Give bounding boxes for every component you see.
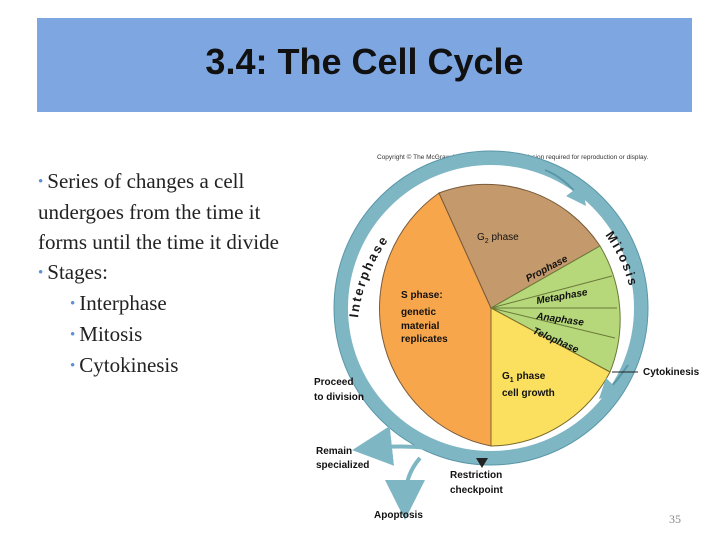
cytokinesis-label: Cytokinesis — [643, 367, 700, 378]
apoptosis-arrow — [385, 456, 426, 520]
s-phase-sector — [378, 192, 492, 447]
restriction-checkpoint-marker — [476, 458, 488, 468]
remain-label-line-1: Remain — [316, 446, 352, 457]
bullet-description-line-3: forms until the time it divide — [38, 230, 279, 254]
svg-text:cell growth: cell growth — [502, 388, 555, 399]
proceed-label-line-1: Proceed — [314, 377, 353, 388]
remain-specialized-arrow — [352, 425, 431, 466]
bullet-icon: • — [70, 327, 76, 343]
bullet-stage-mitosis: •Mitosis — [70, 322, 143, 346]
title-bar: 3.4: The Cell Cycle — [37, 18, 692, 112]
apoptosis-label: Apoptosis — [374, 510, 423, 521]
bullet-list: •Series of changes a cell undergoes from… — [38, 166, 348, 381]
prophase-divider — [490, 275, 613, 309]
bullet-description-line-1: •Series of changes a cell — [38, 169, 245, 193]
g2-phase-label: G2 phase — [477, 232, 519, 245]
svg-text:replicates: replicates — [401, 334, 448, 345]
bullet-icon: • — [70, 358, 76, 374]
svg-text:G1 phase: G1 phase — [502, 371, 546, 384]
restriction-label-line-1: Restriction — [450, 470, 502, 481]
slide-title: 3.4: The Cell Cycle — [205, 41, 524, 82]
ring-arrow-top — [544, 169, 587, 206]
anaphase-divider — [490, 307, 616, 339]
restriction-label-line-2: checkpoint — [450, 485, 503, 496]
s-phase-label: S phase: genetic material replicates — [401, 290, 448, 345]
svg-text:genetic: genetic — [401, 307, 436, 318]
bullet-stage-cytokinesis: •Cytokinesis — [70, 353, 179, 377]
g2-phase-sector — [438, 183, 601, 309]
proceed-label-line-2: to division — [314, 392, 364, 403]
bullet-stages: •Stages: — [38, 260, 108, 284]
page-number: 35 — [669, 512, 681, 526]
mitosis-sector — [489, 245, 621, 373]
g1-phase-label: G1 phase cell growth — [502, 371, 555, 399]
bullet-icon: • — [70, 296, 76, 312]
bullet-stage-interphase: •Interphase — [70, 291, 167, 315]
bullet-icon: • — [38, 174, 44, 190]
svg-text:S phase:: S phase: — [401, 290, 443, 301]
bullet-icon: • — [38, 265, 44, 281]
svg-text:material: material — [401, 321, 440, 332]
bullet-description-line-2: undergoes from the time it — [38, 200, 261, 224]
ring-arrow-right — [598, 364, 629, 400]
remain-label-line-2: specialized — [316, 460, 369, 471]
cycle-outer-ring-edge — [333, 150, 649, 466]
